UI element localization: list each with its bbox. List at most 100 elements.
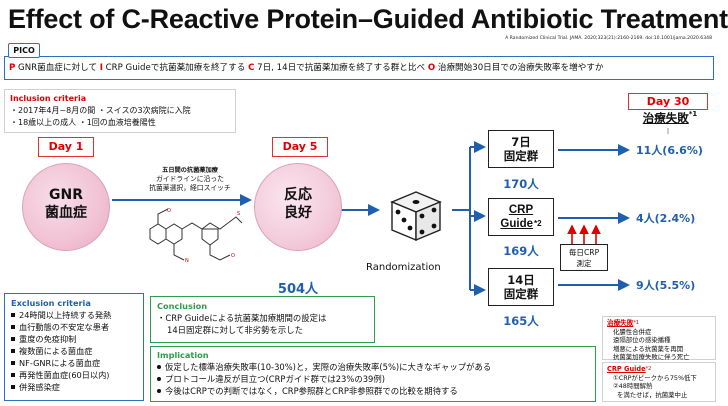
daily-crp-box: 毎日CRP 測定	[560, 244, 608, 271]
bullet-icon	[157, 389, 161, 393]
inclusion-line-1: ・2017年4月~8月の間 ・スイスの3次病院に入院	[10, 106, 191, 115]
day5-total-n: 504人	[277, 282, 319, 297]
bullet-icon	[11, 373, 15, 377]
exclusion-criteria-box: Exclusion criteria 24時間以上持続する発熱 血行動態の不安定…	[4, 293, 144, 401]
bullet-icon	[157, 365, 161, 369]
group-7day-line2: 固定群	[503, 149, 539, 163]
exclusion-item: 重度の免疫抑制	[11, 333, 137, 345]
exclusion-item: 再発性菌血症(60日以内)	[11, 369, 137, 381]
inclusion-title: Inclusion criteria	[10, 94, 87, 103]
implication-item: プロトコール違反が目立つ(CRPガイド群では23%の39例)	[157, 373, 589, 385]
group-crp-line1: CRP	[508, 204, 534, 216]
antibiotic-title: 五日間の抗菌薬加療	[162, 167, 218, 174]
note1-item: 増悪による抗菌薬を再開	[613, 344, 684, 353]
group-crp-n: 169人	[503, 244, 539, 258]
inclusion-line-2: ・18歳以上の成人 ・1回の血液培養陽性	[10, 118, 156, 127]
conclusion-line-2: 14日固定群に対して非劣勢を示した	[167, 325, 304, 335]
page-title: Effect of C-Reactive Protein–Guided Anti…	[8, 4, 728, 34]
group-7day-line1: 7日	[511, 135, 531, 149]
day1-circle-line1: GNR	[49, 187, 83, 203]
exclusion-item: 併発感染症	[11, 381, 137, 393]
pico-p-text: GNR菌血症に対して	[15, 63, 100, 73]
pico-i-text: CRP Guideで抗菌薬加療を終了する	[102, 63, 249, 73]
exclusion-item: 血行動態の不安定な患者	[11, 321, 137, 333]
group-14day-box: 14日 固定群	[488, 268, 554, 306]
exclusion-item: 24時間以上持続する発熱	[11, 309, 137, 321]
day1-circle: GNR 菌血症	[22, 163, 110, 251]
day30-label: Day 30	[628, 93, 708, 110]
group-crp-line2: Guide	[500, 218, 534, 230]
svg-text:N: N	[185, 258, 189, 264]
pico-box: P GNR菌血症に対して I CRP Guideで抗菌薬加療を終了する C 7日…	[4, 56, 714, 80]
note1-mark: *1	[633, 320, 640, 326]
note2-title: CRP Guide	[607, 365, 646, 373]
outcome-7day: 11人(6.6%)	[636, 144, 703, 157]
bullet-icon	[11, 325, 15, 329]
inclusion-criteria-box: Inclusion criteria ・2017年4月~8月の間 ・スイスの3次…	[4, 89, 236, 133]
note1-item: 化膿性合併症	[613, 327, 652, 336]
note2-item: ②48時間解熱	[613, 382, 653, 391]
bullet-icon	[11, 361, 15, 365]
group-crp-mark: *2	[534, 219, 542, 228]
svg-text:O: O	[167, 208, 171, 214]
day1-circle-line2: 菌血症	[45, 205, 87, 221]
note2-box: CRP Guide*2 ①CRPがピークから75%低下 ②48時間解熱 を満たせ…	[602, 362, 716, 402]
pico-p-letter: P	[9, 63, 16, 73]
day30-sub: 治療失敗*1	[628, 110, 712, 126]
antibiotic-molecule-icon: O N O S	[149, 208, 243, 264]
day30-sub-mark: *1	[688, 110, 698, 118]
bullet-icon	[11, 385, 15, 389]
note1-box: 治療失敗*1 化膿性合併症 遠隔部位の感染播種 増悪による抗菌薬を再開 抗菌薬加…	[602, 316, 716, 362]
implication-title: Implication	[157, 350, 209, 360]
note1-title: 治療失敗	[607, 319, 634, 327]
pico-tag: PICO	[8, 43, 40, 58]
daily-crp-line2: 測定	[576, 259, 592, 268]
group-14day-line2: 固定群	[503, 287, 539, 301]
bullet-icon	[157, 377, 161, 381]
bullet-icon	[11, 313, 15, 317]
pico-c-text: 7日, 14日で抗菌薬加療を終了する群と比べ	[254, 63, 428, 73]
group-7day-n: 170人	[503, 177, 539, 191]
day5-circle-line1: 反応	[284, 187, 312, 203]
pico-i-letter: I	[99, 63, 103, 73]
day5-circle: 反応 良好	[254, 163, 342, 251]
bullet-icon	[11, 349, 15, 353]
note1-item: 遠隔部位の感染播種	[613, 336, 671, 345]
antibiotic-sub-1: ガイドラインに沿った	[156, 175, 224, 183]
note1-item: 抗菌薬加療失敗に伴う死亡	[613, 353, 690, 362]
randomization-label: Randomization	[366, 262, 441, 273]
group-14day-n: 165人	[503, 314, 539, 328]
conclusion-title: Conclusion	[157, 301, 208, 311]
citation: A Randomized Clinical Trial. JAMA. 2020;…	[505, 36, 712, 41]
pico-c-letter: C	[248, 63, 255, 73]
conclusion-box: Conclusion ・CRP Guideによる抗菌薬加療期間の設定は 14日固…	[150, 296, 375, 343]
outcome-14day: 9人(5.5%)	[636, 279, 696, 292]
daily-crp-line1: 毎日CRP	[568, 248, 600, 257]
exclusion-item: NF-GNRによる菌血症	[11, 357, 137, 369]
day5-label: Day 5	[272, 137, 328, 157]
implication-item: 今後はCRPでの判断ではなく，CRP参照群とCRP非参照群での比較を期待する	[157, 385, 589, 397]
pico-o-letter: O	[427, 63, 436, 73]
note2-item: ①CRPがピークから75%低下	[613, 373, 697, 382]
bullet-icon	[11, 337, 15, 341]
implication-box: Implication 仮定した標準治療失敗率(10-30%)と，実際の治療失敗…	[150, 346, 596, 402]
group-14day-line1: 14日	[507, 273, 535, 287]
outcome-crp: 4人(2.4%)	[636, 212, 696, 225]
note2-mark: *2	[645, 366, 652, 372]
group-7day-box: 7日 固定群	[488, 130, 554, 168]
dice-icon	[390, 191, 442, 242]
conclusion-line-1: ・CRP Guideによる抗菌薬加療期間の設定は	[157, 313, 327, 323]
day5-circle-line2: 良好	[284, 205, 312, 221]
antibiotic-sub-2: 抗菌薬選択，経口スイッチ	[149, 184, 231, 192]
exclusion-title: Exclusion criteria	[11, 298, 91, 308]
svg-text:O: O	[231, 253, 235, 259]
note2-item: を満たせば，抗菌薬中止	[617, 390, 688, 399]
group-crp-box: CRP Guide*2	[488, 198, 554, 236]
svg-text:S: S	[237, 211, 240, 217]
exclusion-item: 複数菌による菌血症	[11, 345, 137, 357]
day30-sub-text: 治療失敗	[642, 111, 689, 125]
day1-label: Day 1	[38, 137, 94, 157]
pico-o-text: 治療開始30日目での治療失敗率を増やすか	[435, 63, 604, 73]
implication-item: 仮定した標準治療失敗率(10-30%)と，実際の治療失敗率(5%)に大きなギャッ…	[157, 361, 589, 373]
